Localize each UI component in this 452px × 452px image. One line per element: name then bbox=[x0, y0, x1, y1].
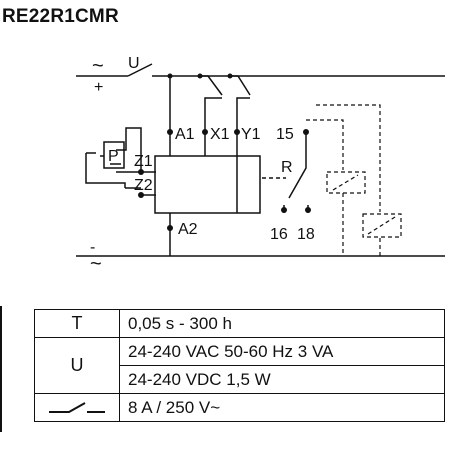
spec-value: 24-240 VDC 1,5 W bbox=[119, 365, 445, 394]
terminal-z1-label: Z1 bbox=[134, 153, 153, 170]
supply-top-ac-label: ~ bbox=[92, 55, 104, 77]
spec-symbol: T bbox=[34, 309, 120, 338]
relay-common-wire bbox=[288, 130, 307, 199]
load2-circuit-top bbox=[316, 104, 381, 212]
spec-row-contact: 8 A / 250 V~ bbox=[34, 393, 445, 422]
potentiometer-wire bbox=[85, 127, 142, 189]
terminal-a1-label: A1 bbox=[175, 126, 195, 143]
left-border-rule bbox=[0, 306, 2, 432]
potentiometer-box bbox=[103, 141, 125, 169]
node-18 bbox=[305, 207, 311, 213]
node-z1 bbox=[138, 169, 144, 175]
spec-value: 8 A / 250 V~ bbox=[119, 393, 445, 422]
supply-top-plus-label: + bbox=[94, 79, 103, 96]
supply-bottom-minus-label: - bbox=[90, 239, 95, 256]
spec-table: T 0,05 s - 300 h U 24-240 VAC 50-60 Hz 3… bbox=[34, 309, 445, 422]
contact-icon bbox=[49, 402, 105, 414]
spec-row-supply-dc: 24-240 VDC 1,5 W bbox=[35, 365, 445, 394]
spec-value: 0,05 s - 300 h bbox=[119, 309, 445, 338]
terminal-15-label: 15 bbox=[276, 126, 294, 143]
load2-coil bbox=[362, 213, 402, 238]
terminal-x1-label: X1 bbox=[210, 126, 230, 143]
spec-row-supply: U 24-240 VAC 50-60 Hz 3 VA bbox=[34, 337, 445, 394]
relay-nc-wire bbox=[283, 205, 309, 213]
node-x1 bbox=[202, 129, 208, 135]
load2-diagonal bbox=[367, 216, 396, 235]
load1-diagonal bbox=[332, 174, 359, 191]
node-a2 bbox=[167, 225, 173, 231]
wiring-diagram: ~ + U - ~ A1 X1 Y1 15 Z1 Z2 A2 16 18 P R bbox=[76, 55, 445, 275]
terminal-16-label: 16 bbox=[270, 226, 288, 243]
product-title: RE22R1CMR bbox=[2, 6, 119, 27]
supply-switch-label: U bbox=[128, 55, 140, 72]
node-y1 bbox=[234, 129, 240, 135]
y1-wire bbox=[230, 75, 251, 156]
spec-row-time: T 0,05 s - 300 h bbox=[34, 309, 445, 338]
terminal-18-label: 18 bbox=[297, 226, 315, 243]
node-top-a1 bbox=[167, 73, 173, 79]
potentiometer-label: P bbox=[108, 148, 119, 165]
relay-label: R bbox=[281, 159, 293, 176]
load1-coil bbox=[326, 171, 366, 194]
spec-symbol-cell bbox=[34, 393, 120, 422]
node-15 bbox=[303, 129, 309, 135]
terminal-y1-label: Y1 bbox=[241, 126, 261, 143]
supply-bottom-ac-label: ~ bbox=[90, 253, 102, 275]
spec-value: 24-240 VAC 50-60 Hz 3 VA bbox=[119, 337, 445, 366]
spec-symbol: U bbox=[34, 337, 120, 394]
x1-wire bbox=[200, 75, 223, 156]
timer-module bbox=[154, 155, 261, 214]
node-top-y1 bbox=[227, 73, 233, 79]
terminal-a2-label: A2 bbox=[178, 221, 198, 238]
node-16 bbox=[281, 207, 287, 213]
terminal-z2-label: Z2 bbox=[134, 177, 153, 194]
node-a1 bbox=[167, 129, 173, 135]
node-z2 bbox=[138, 192, 144, 198]
node-top-x1 bbox=[197, 73, 203, 79]
load1-circuit-top bbox=[306, 119, 344, 170]
